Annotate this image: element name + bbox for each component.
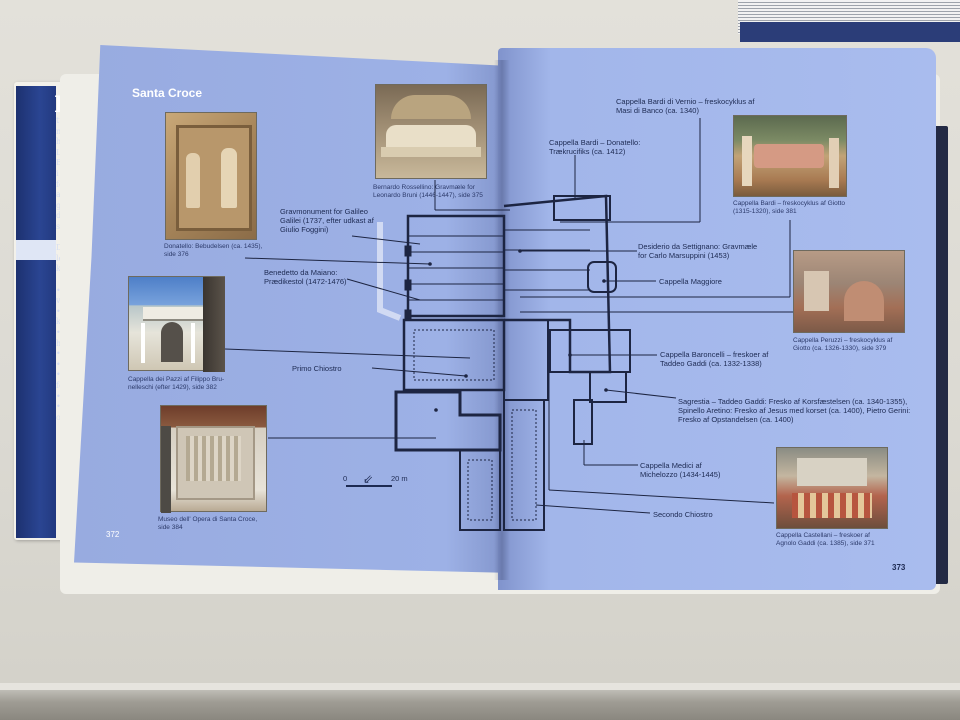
caption-peruzzi: Cappella Peruzzi – freskocyklus af Giott…	[793, 337, 893, 352]
page-number-left: 372	[106, 530, 120, 539]
page-number-right: 373	[892, 563, 906, 572]
background-book-spine	[16, 86, 56, 538]
label-primo-chiostro: Primo Chiostro	[292, 364, 342, 373]
caption-museo: Museo dell' Opera di Santa Croce, side 3…	[158, 516, 258, 531]
photo-cappella-castellani	[776, 447, 888, 529]
photo-rossellino-tomb	[375, 84, 487, 179]
scale-start: 0	[343, 474, 348, 483]
caption-rossellino: Bernardo Rossellino: Gravmæle for Leonar…	[373, 184, 483, 199]
label-medici: Cappella Medici af Michelozzo (1434-1445…	[640, 461, 721, 479]
north-arrow-icon: ⇙	[363, 472, 374, 486]
label-bardi-donatello: Cappella Bardi – Donatello: Trækrucifiks…	[549, 138, 641, 156]
label-sagrestia: Sagrestia – Taddeo Gaddi: Fresko af Kors…	[678, 397, 911, 424]
label-desiderio: Desiderio da Settignano: Gravmæle for Ca…	[638, 242, 758, 260]
label-bardi-vernio: Cappella Bardi di Vernio – freskocyklus …	[616, 97, 755, 115]
photo-donatello-annunciation	[165, 112, 257, 240]
scale-bar	[346, 485, 392, 487]
label-cappella-maggiore: Cappella Maggiore	[659, 277, 722, 286]
label-galileo: Gravmonument for Galileo Galilei (1737, …	[280, 207, 374, 234]
caption-pazzi: Cappella dei Pazzi af Filippo Bru-nelles…	[128, 376, 225, 391]
scale-end: 20 m	[391, 474, 408, 483]
caption-donatello: Donatello: Bebudelsen (ca. 1435), side 3…	[164, 243, 263, 258]
photo-cappella-peruzzi	[793, 250, 905, 333]
label-maiano: Benedetto da Maiano: Prædikestol (1472-1…	[264, 268, 347, 286]
photo-museo-opera	[160, 405, 267, 513]
photo-cappella-bardi	[733, 115, 847, 197]
table-edge-light	[0, 683, 960, 691]
photo-cappella-pazzi	[128, 276, 225, 372]
label-baroncelli: Cappella Baroncelli – freskoer af Taddeo…	[660, 350, 769, 368]
background-book-band	[16, 240, 56, 260]
page-heading: Santa Croce	[132, 86, 203, 100]
label-secondo-chiostro: Secondo Chiostro	[653, 510, 713, 519]
table-edge	[0, 690, 960, 720]
background-book-cover	[740, 22, 960, 42]
caption-castellani: Cappella Castellani – freskoer af Agnolo…	[776, 532, 875, 547]
caption-bardi: Cappella Bardi – freskocyklus af Giotto …	[733, 200, 845, 215]
